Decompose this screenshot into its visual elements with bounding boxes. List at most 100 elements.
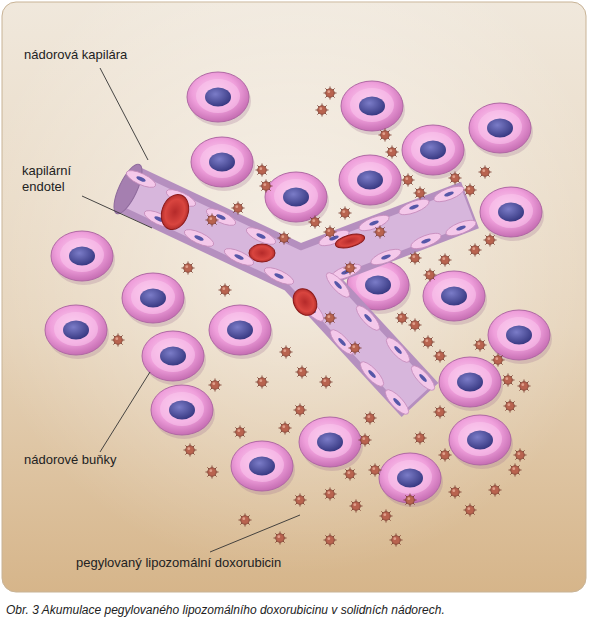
liposome: [324, 534, 337, 547]
liposome: [509, 464, 522, 477]
liposome: [256, 164, 269, 177]
liposome: [184, 444, 197, 457]
liposome: [409, 319, 422, 332]
liposome: [422, 336, 435, 349]
liposome: [449, 486, 462, 499]
endothelial-cell: [397, 196, 431, 218]
tumor-cell: [142, 331, 206, 385]
liposome: [502, 374, 515, 387]
tumor-cell: [480, 187, 544, 241]
liposome: [374, 226, 387, 239]
background-panel: [2, 2, 586, 592]
tumor-cell: [423, 271, 487, 325]
liposome: [339, 207, 352, 220]
endothelial-cell: [262, 264, 296, 287]
tumor-cell: [45, 305, 109, 359]
tumor-cells-label: nádorové buňky: [24, 452, 164, 468]
liposome: [434, 350, 447, 363]
liposome: [344, 262, 357, 275]
endothelial-cell: [369, 246, 403, 268]
liposome: [294, 404, 307, 417]
liposome: [324, 312, 337, 325]
liposome-label: pegylovaný lipozomální doxorubicin: [76, 555, 376, 571]
endothelial-cell: [353, 303, 383, 334]
endothelial-cell: [357, 212, 391, 234]
liposome: [402, 174, 415, 187]
endothelial-cell: [383, 335, 413, 366]
endothelial-cell: [182, 226, 216, 249]
liposome: [484, 234, 497, 247]
endothelium-label: kapilární endotel: [22, 163, 102, 195]
liposome: [479, 166, 492, 179]
liposome: [514, 449, 527, 462]
liposome: [518, 380, 531, 393]
leader-line: [100, 372, 150, 452]
tumor-cell: [449, 415, 513, 469]
tumor-cell: [469, 103, 533, 157]
liposome: [439, 449, 452, 462]
liposome: [424, 269, 437, 282]
endothelial-cell: [444, 217, 478, 239]
liposome: [219, 284, 232, 297]
liposome: [256, 376, 269, 389]
liposome: [206, 214, 219, 227]
liposome: [489, 484, 502, 497]
tumor-cell: [51, 231, 115, 285]
tumor-cell: [151, 385, 215, 439]
liposome: [504, 400, 517, 413]
endothelial-cell: [124, 167, 158, 190]
endothelial-cell: [409, 230, 443, 252]
endothelial-cell: [323, 270, 353, 301]
liposome: [182, 262, 195, 275]
capillary-wall: [130, 190, 470, 400]
tumor-cell: [339, 155, 403, 209]
liposome: [434, 406, 447, 419]
leader-lines: [82, 68, 300, 552]
leader-line: [100, 68, 148, 160]
liposome: [239, 514, 252, 527]
liposome: [294, 494, 307, 507]
endothelial-cell: [432, 183, 466, 205]
liposome: [280, 346, 293, 359]
liposome: [350, 500, 363, 513]
tumor-cell: [187, 72, 251, 126]
liposome: [324, 226, 337, 239]
liposome: [386, 146, 399, 159]
liposome: [404, 494, 417, 507]
tumor-cell: [209, 305, 273, 359]
liposome: [232, 202, 245, 215]
liposome: [369, 464, 382, 477]
liposome: [390, 534, 403, 547]
red-blood-cell: [157, 191, 194, 234]
red-blood-cells: [157, 191, 366, 320]
endothelial-cell: [204, 205, 238, 228]
liposome: [464, 184, 477, 197]
liposome: [439, 254, 452, 267]
tumor-cell: [122, 273, 186, 327]
liposome: [364, 412, 377, 425]
liposome: [449, 172, 462, 185]
liposome: [414, 432, 427, 445]
liposome: [278, 232, 291, 245]
endothelial-cell: [408, 363, 438, 394]
liposome: [316, 104, 329, 117]
endothelial-cell: [327, 327, 357, 358]
liposome: [112, 334, 125, 347]
liposome: [344, 468, 357, 481]
liposome: [324, 87, 337, 100]
tumor-cell: [379, 453, 443, 507]
liposome: [359, 434, 372, 447]
liposomes: [112, 87, 531, 547]
liposome: [279, 422, 292, 435]
capillary-opening: [108, 161, 147, 218]
red-blood-cell: [334, 231, 366, 250]
red-blood-cell: [249, 244, 275, 262]
liposome: [274, 532, 287, 545]
tumor-cell: [402, 125, 466, 179]
liposome: [474, 339, 487, 352]
capillary-label: nádorová kapilára: [24, 47, 184, 63]
liposome: [492, 354, 505, 367]
liposome: [309, 216, 322, 229]
